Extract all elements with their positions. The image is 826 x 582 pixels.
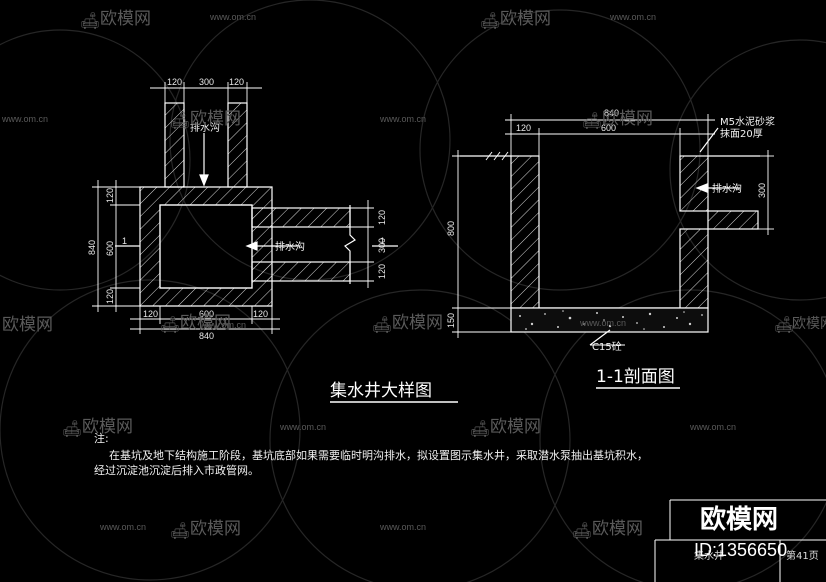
wm-url-10: www.om.cn (379, 522, 426, 532)
plan-ditch-label-top: 排水沟 (190, 121, 220, 134)
wm-sofa-icon: 🛋 (470, 419, 490, 438)
watermark-7: 🛋 欧模网 (774, 315, 826, 334)
plan-dim-top-3: 120 (229, 77, 244, 87)
note-block: 注: 在基坑及地下结构施工阶段，基坑底部如果需要临时明沟排水，拟设置图示集水井，… (94, 431, 648, 477)
section-dim-top-total: 840 (604, 108, 619, 118)
wm-brand-2: 欧模网 (500, 9, 551, 29)
watermark-11: 🛋 欧模网 (572, 519, 643, 540)
plan-dim-bottom-total: 840 (199, 331, 214, 341)
section-dim-top-1: 120 (516, 123, 531, 133)
wm-brand-11: 欧模网 (190, 519, 241, 539)
wm-brand-1: 欧模网 (100, 9, 151, 29)
wm-brand-3: 欧模网 (190, 109, 241, 129)
section-dim-left-total: 800 (446, 221, 456, 236)
section-title: 1-1剖面图 (596, 367, 675, 387)
plan-dim-bottom-2: 600 (199, 309, 214, 319)
plan-dim-right-1: 120 (377, 210, 387, 225)
plan-dim-top-1: 120 (167, 77, 182, 87)
wm-url-5: www.om.cn (199, 320, 246, 330)
watermark-1: 🛋 欧模网 www.om.cn (80, 9, 256, 30)
watermark-8: 🛋 欧模网 (62, 417, 133, 438)
plan-dim-right-2: 300 (377, 238, 387, 253)
wm-url-7: www.om.cn (279, 422, 326, 432)
plan-dimensions (92, 82, 374, 334)
plan-section-mark-right: 1 (380, 236, 385, 246)
section-dimensions (452, 114, 774, 338)
wm-brand-5: 欧模网 (2, 315, 53, 335)
wm-id: ID:1356650 (694, 540, 787, 560)
wm-brand-8: 欧模网 (792, 316, 826, 332)
section-mortar-label-1: M5水泥砂浆 (720, 115, 775, 128)
wm-brand-6: 欧模网 (180, 313, 231, 333)
plan-dim-right-3: 120 (377, 264, 387, 279)
wm-sofa-icon: 🛋 (80, 11, 100, 30)
wm-sofa-icon: 🛋 (160, 315, 180, 334)
plan-dim-left-total: 840 (87, 240, 97, 255)
section-dim-top-2: 600 (601, 123, 616, 133)
wm-url-1: www.om.cn (209, 12, 256, 22)
plan-title: 集水井大样图 (330, 381, 432, 401)
note-heading: 注: (94, 431, 109, 445)
section-view (460, 127, 760, 346)
wm-url-8: www.om.cn (689, 422, 736, 432)
wm-brand-10: 欧模网 (490, 417, 541, 437)
plan-dim-left-3: 120 (105, 289, 115, 304)
watermark-5: 🛋 欧模网 www.om.cn (160, 313, 246, 334)
wm-brand-large: 欧模网 (700, 504, 778, 535)
plan-section-mark-left: 1 (122, 236, 127, 246)
section-ditch-label: 排水沟 (712, 182, 742, 195)
wm-url-9: www.om.cn (99, 522, 146, 532)
plan-dimension-text: 120 300 120 120 600 120 840 120 600 120 … (87, 77, 458, 403)
title-block-page: 第41页 (786, 549, 819, 562)
plan-dim-left-2: 600 (105, 241, 115, 256)
section-dim-right: 300 (757, 183, 767, 198)
watermark-3: 🛋 欧模网 (170, 109, 241, 130)
wm-sofa-icon: 🛋 (170, 111, 190, 130)
wm-url-6: www.om.cn (579, 318, 626, 328)
plan-dim-bottom-3: 120 (253, 309, 268, 319)
wm-sofa-icon: 🛋 (774, 315, 794, 334)
plan-dim-bottom-1: 120 (143, 309, 158, 319)
section-concrete-label: C15砼 (592, 340, 622, 353)
wm-sofa-icon: 🛋 (582, 111, 602, 130)
section-dim-left-base: 150 (446, 313, 456, 328)
watermark-6: 🛋 欧模网 (372, 313, 443, 334)
wm-sofa-icon: 🛋 (572, 521, 592, 540)
wm-url-4: www.om.cn (379, 114, 426, 124)
watermarks: 🛋 欧模网 www.om.cn 🛋 欧模网 www.om.cn www.om.c… (1, 9, 826, 540)
watermark-2: 🛋 欧模网 www.om.cn (480, 9, 656, 30)
wm-brand-9: 欧模网 (82, 417, 133, 437)
watermark-9: 🛋 欧模网 (470, 417, 541, 438)
plan-view (115, 102, 398, 307)
title-block-name: 集水井 (694, 549, 724, 562)
note-line-1: 在基坑及地下结构施工阶段，基坑底部如果需要临时明沟排水，拟设置图示集水井，采取潜… (109, 448, 648, 462)
plan-ditch-label-right: 排水沟 (275, 240, 305, 253)
wm-sofa-icon: 🛋 (62, 419, 82, 438)
wm-sofa-icon: 🛋 (480, 11, 500, 30)
wm-sofa-icon: 🛋 (372, 315, 392, 334)
wm-brand-12: 欧模网 (592, 519, 643, 539)
section-mortar-label-2: 抹面20厚 (720, 127, 763, 140)
watermark-4: 🛋 欧模网 (582, 109, 653, 130)
wm-url-2: www.om.cn (609, 12, 656, 22)
wm-brand-7: 欧模网 (392, 313, 443, 333)
note-line-2: 经过沉淀池沉淀后排入市政管网。 (94, 463, 259, 477)
plan-dim-left-1: 120 (105, 188, 115, 203)
watermark-10: 🛋 欧模网 (170, 519, 241, 540)
wm-url-3: www.om.cn (1, 114, 48, 124)
section-text: 840 120 600 800 150 300 M5水泥砂浆 抹面20厚 排水沟… (446, 108, 775, 389)
plan-dim-top-2: 300 (199, 77, 214, 87)
wm-brand-4: 欧模网 (602, 109, 653, 129)
wm-sofa-icon: 🛋 (170, 521, 190, 540)
title-block (654, 499, 826, 582)
